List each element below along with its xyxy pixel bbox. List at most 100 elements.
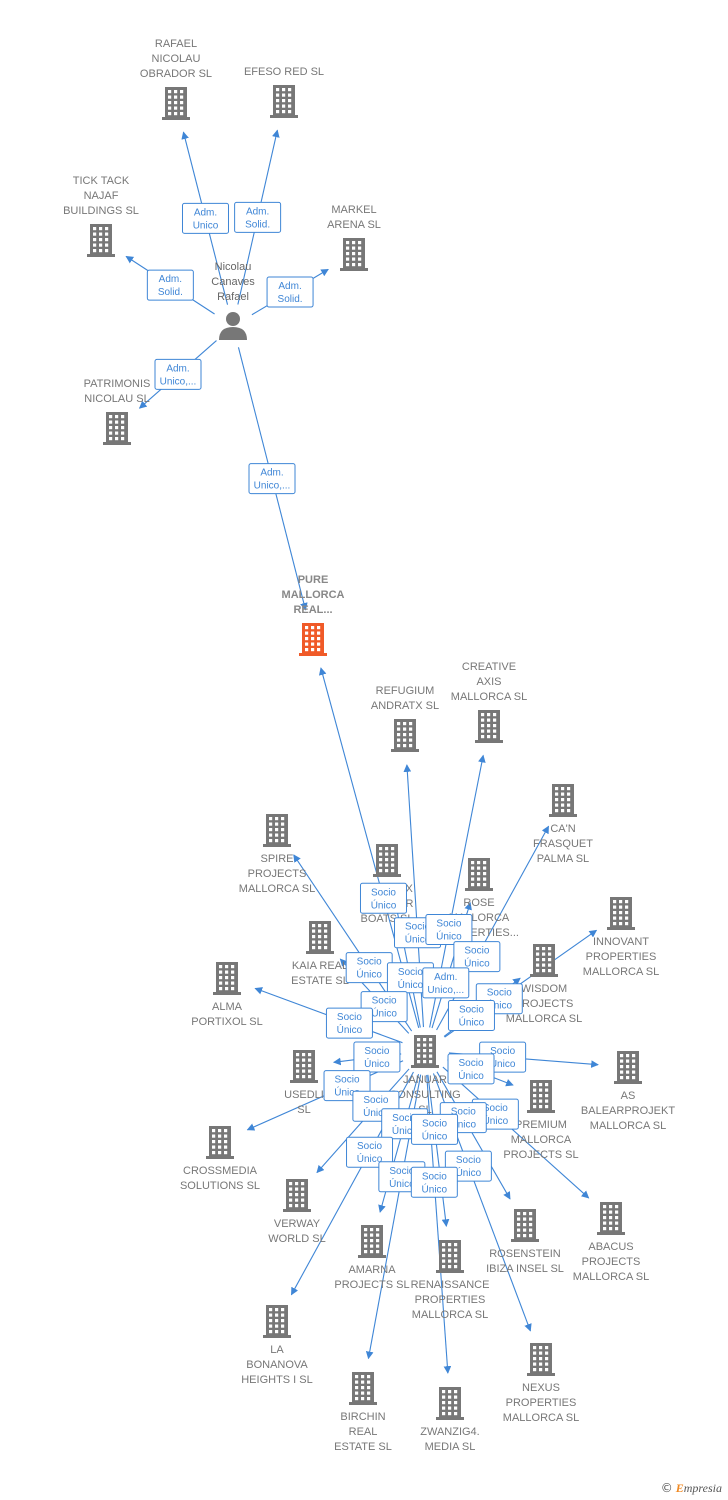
node-label: PROJECTS SL <box>503 1149 578 1161</box>
node-pure[interactable]: PUREMALLORCAREAL... <box>282 574 345 656</box>
relation-label-person-rafael[interactable]: Adm.Unico <box>181 202 229 234</box>
relation-label-line: Único <box>389 1177 415 1190</box>
node-label: MARKEL <box>331 204 376 216</box>
node-label: PROJECTS <box>515 998 574 1010</box>
relation-label-line: Socio <box>422 1118 447 1129</box>
relation-label-line: Socio <box>459 1004 484 1015</box>
node-januar[interactable]: JANUARCONSULTINGSL <box>389 1035 461 1116</box>
node-label: ZWANZIG4. <box>420 1426 479 1438</box>
node-label: PURE <box>298 574 329 586</box>
node-efeso[interactable]: EFESO RED SL <box>244 66 324 118</box>
node-label: ROSENSTEIN <box>489 1248 561 1260</box>
building-icon <box>290 1050 318 1083</box>
relation-label-line: Socio <box>389 1166 414 1177</box>
node-verway[interactable]: VERWAY WORLD SL <box>268 1179 326 1245</box>
node-label: FRASQUET <box>533 838 593 850</box>
relation-label-person-pure[interactable]: Adm.Unico,... <box>248 463 296 495</box>
node-label: PROJECTS <box>582 1256 641 1268</box>
relation-label-line: Socio <box>459 1058 484 1069</box>
node-label: CONSULTING <box>389 1089 460 1101</box>
relation-label-line: Socio <box>392 1113 417 1124</box>
node-label: VERWAY <box>274 1218 321 1230</box>
node-label: WISDOM <box>521 983 567 995</box>
node-zwanzig[interactable]: ZWANZIG4.MEDIA SL <box>420 1387 480 1453</box>
building-icon <box>270 85 298 118</box>
relation-label-person-patrimonis[interactable]: Adm.Unico,... <box>154 358 202 390</box>
node-label: MALLORCA SL <box>573 1271 649 1283</box>
building-icon <box>299 623 327 656</box>
node-label: MALLORCA <box>511 1134 572 1146</box>
building-icon <box>511 1209 539 1242</box>
node-label: PROPERTIES <box>415 1294 486 1306</box>
node-label: NICOLAU SL <box>84 393 149 405</box>
relation-label-line: Único <box>357 1152 383 1165</box>
building-icon <box>358 1225 386 1258</box>
node-label: PALMA SL <box>537 853 589 865</box>
relation-label-person-markel[interactable]: Adm.Solid. <box>266 276 314 308</box>
node-label: RENAISSANCE <box>411 1279 490 1291</box>
node-label: WORLD SL <box>268 1233 325 1245</box>
relation-label-person-ticktack[interactable]: Adm.Solid. <box>146 269 194 301</box>
relation-label-januar-rose[interactable]: Adm.Unico,... <box>422 967 470 999</box>
building-icon <box>614 1051 642 1084</box>
building-icon <box>436 1240 464 1273</box>
node-label: MALLORCA SL <box>590 1120 666 1132</box>
relation-label-line: Único <box>405 933 431 946</box>
relation-label-line: Socio <box>456 1155 481 1166</box>
relation-label-line: Único <box>483 1114 509 1127</box>
node-label: NICOLAU <box>152 53 201 65</box>
node-label: BONANOVA <box>246 1359 308 1371</box>
building-icon <box>263 814 291 847</box>
building-icon <box>527 1343 555 1376</box>
node-label: ALMA <box>212 1001 243 1013</box>
node-label: EFESO RED SL <box>244 66 324 78</box>
relation-label-line: Adm. <box>278 281 301 292</box>
relation-label-line: Único <box>422 1129 448 1142</box>
node-label: ESTATE SL <box>334 1441 392 1453</box>
relation-label-line: Solid. <box>245 219 270 230</box>
node-label: PROJECTS <box>248 868 307 880</box>
node-label: AXIS <box>476 676 501 688</box>
node-label: Rafael <box>217 291 249 303</box>
building-icon <box>607 897 635 930</box>
empresia-brand[interactable]: ©Empresia <box>661 1481 722 1496</box>
relation-label-person-efeso[interactable]: Adm.Solid. <box>234 201 282 233</box>
building-icon <box>411 1035 439 1068</box>
